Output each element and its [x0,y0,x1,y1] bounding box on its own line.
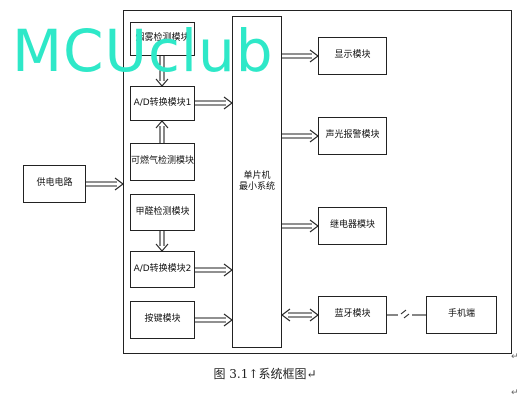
relay-block: 继电器模块 [318,207,387,245]
display-label: 显示模块 [334,50,371,61]
bluetooth-block: 蓝牙模块 [318,296,387,334]
alarm-block: 声光报警模块 [318,117,387,155]
adc2-label: A/D转换模块2 [133,263,192,274]
relay-label: 继电器模块 [329,220,375,231]
display-block: 显示模块 [318,37,387,75]
smoke-detect-block: 烟雾检测模块 [130,22,195,56]
alarm-label: 声光报警模块 [325,130,380,141]
mcu-block: 单片机 最小系统 [232,16,282,348]
power-supply-block: 供电电路 [23,165,86,203]
wireless-link [387,309,426,319]
figure-caption: 图 3.1↑系统框图↵ [213,367,317,381]
gas-detect-block: 可燃气检测模块 [130,143,195,181]
adc1-block: A/D转换模块1 [130,86,195,121]
power-supply-label: 供电电路 [36,178,73,189]
formaldehyde-detect-block: 甲醛检测模块 [130,194,195,231]
paragraph-mark-right: ↵ [511,352,519,362]
phone-block: 手机端 [426,296,497,334]
key-block: 按键模块 [130,301,195,339]
key-label: 按键模块 [144,314,181,325]
paragraph-mark-bottom: ↵ [511,388,519,398]
smoke-detect-label: 烟雾检测模块 [135,33,190,44]
system-boundary [123,10,512,354]
phone-label: 手机端 [447,309,475,320]
formaldehyde-detect-label: 甲醛检测模块 [135,206,190,217]
mcu-label-line2: 最小系统 [238,182,275,192]
mcu-label-line1: 单片机 [243,170,271,181]
adc1-label: A/D转换模块1 [133,97,192,108]
adc2-block: A/D转换模块2 [130,251,195,288]
bluetooth-label: 蓝牙模块 [334,309,371,320]
mcuclub-watermark: MCUclub [12,17,274,85]
gas-detect-label: 可燃气检测模块 [131,156,195,167]
